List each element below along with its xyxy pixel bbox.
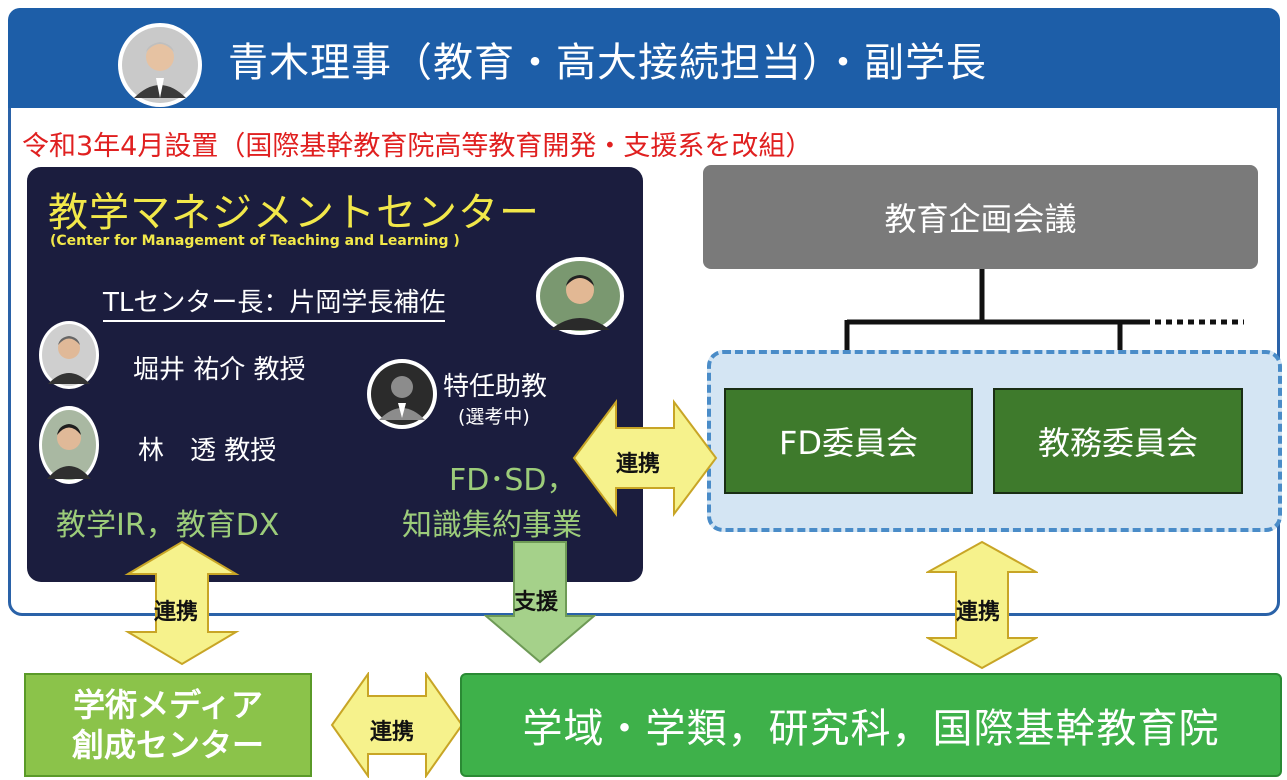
focus-knowledge-project: 知識集約事業 xyxy=(402,508,582,543)
member-avatar-placeholder xyxy=(367,359,437,429)
member-assistant-professor-note: (選考中) xyxy=(458,406,530,428)
center-name: 教学マネジメントセンター xyxy=(48,190,540,236)
header-bar xyxy=(8,8,1280,108)
focus-fd-sd: FD･SD， xyxy=(449,463,577,498)
fd-committee: FD委員会 xyxy=(724,388,973,494)
establishment-note: 令和3年4月設置（国際基幹教育院高等教育開発・支援系を改組） xyxy=(22,131,813,162)
member-hayashi: 林 透 教授 xyxy=(138,436,277,466)
label-shien: 支援 xyxy=(514,590,559,615)
academic-media-center: 学術メディア 創成センター xyxy=(24,673,312,777)
media-center-line1: 学術メディア xyxy=(73,686,263,724)
media-center-line2: 創成センター xyxy=(71,726,264,764)
academic-affairs-committee: 教務委員会 xyxy=(993,388,1243,494)
center-box xyxy=(27,167,643,582)
focus-ir-dx: 教学IR，教育DX xyxy=(56,508,280,543)
member-avatar-horii xyxy=(39,321,99,389)
arrow-center-media xyxy=(124,540,240,666)
arrow-support-faculty xyxy=(484,541,596,664)
member-horii: 堀井 祐介 教授 xyxy=(133,355,306,385)
label-renkei-faculty: 連携 xyxy=(956,600,1001,625)
member-assistant-professor: 特任助教 xyxy=(443,372,548,402)
arrow-center-committees xyxy=(572,399,718,517)
education-planning-council: 教育企画会議 xyxy=(703,165,1258,269)
label-renkei-media-faculty: 連携 xyxy=(370,720,415,745)
center-head-role: TLセンター長：片岡学長補佐 xyxy=(103,282,446,322)
arrow-committees-faculty xyxy=(926,540,1038,670)
director-avatar xyxy=(118,23,202,107)
label-renkei-media: 連携 xyxy=(154,600,199,625)
member-avatar-hayashi xyxy=(39,406,99,484)
center-english-name: (Center for Management of Teaching and L… xyxy=(50,233,460,249)
header-title: 青木理事（教育・高大接続担当）・副学長 xyxy=(228,40,987,86)
head-avatar xyxy=(536,257,624,335)
faculties-box: 学域・学類，研究科，国際基幹教育院 xyxy=(460,673,1282,777)
label-renkei-committees: 連携 xyxy=(616,452,661,477)
